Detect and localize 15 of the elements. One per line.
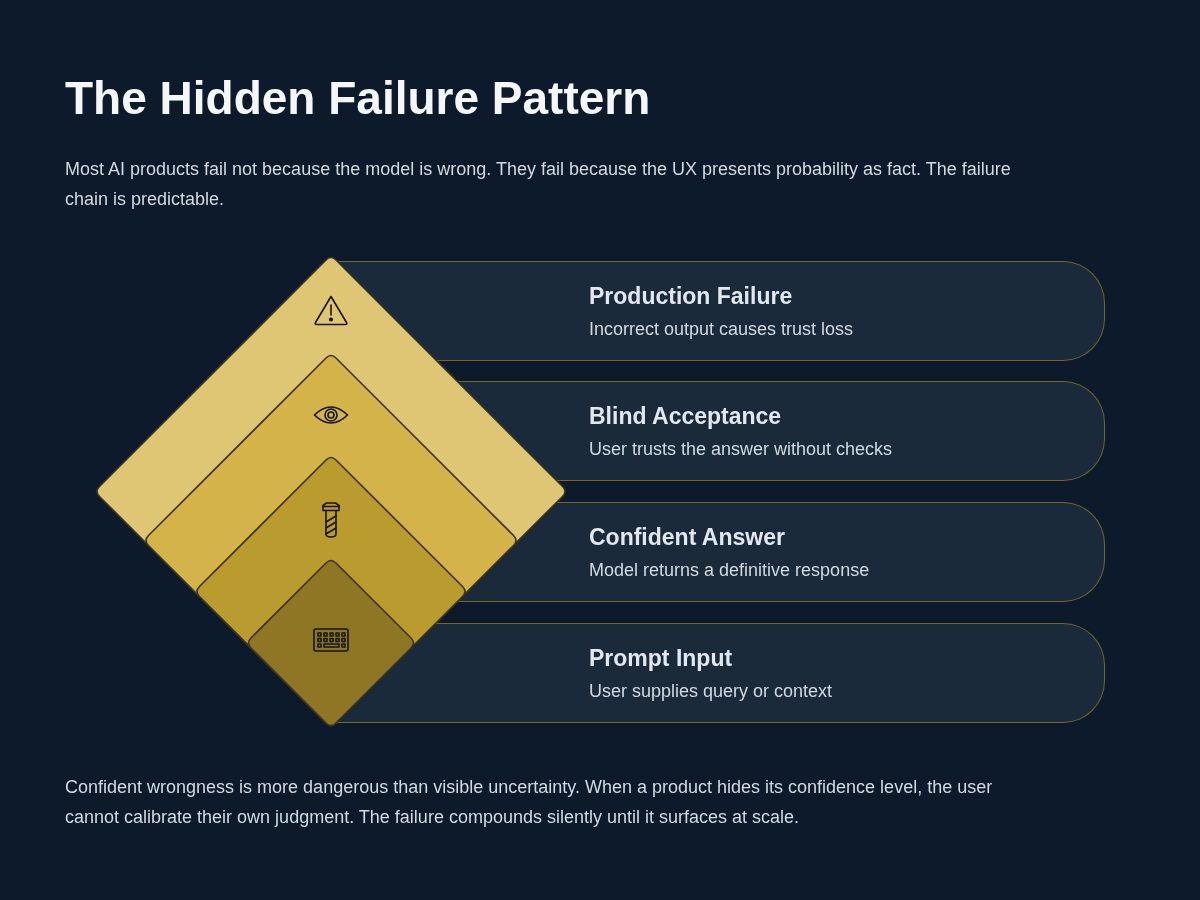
layer-card [337, 623, 1105, 723]
page-title: The Hidden Failure Pattern [65, 71, 651, 126]
layer-heading: Blind Acceptance [589, 401, 782, 430]
layer-description: User trusts the answer without checks [589, 437, 893, 461]
layer-card [458, 502, 1105, 602]
layer-description: Incorrect output causes trust loss [589, 317, 854, 341]
layer-heading: Confident Answer [589, 522, 785, 551]
layer-card [458, 381, 1105, 481]
layer-description: User supplies query or context [589, 679, 833, 703]
intro-paragraph: Most AI products fail not because the model is wrong. They fail because the UX presents probability as fact. The failure chain is predictable. [65, 158, 1012, 211]
layer-card [338, 261, 1105, 361]
caption-paragraph: Confident wrongness is more dangerous than visible uncertainty. When a product hides its confidence level, the user cannot calibrate their own judgment. The failure compounds silently until it surfaces at scale. [65, 776, 994, 829]
layer-heading: Prompt Input [589, 643, 733, 672]
layer-heading: Production Failure [589, 281, 793, 310]
layer-description: Model returns a definitive response [589, 558, 870, 582]
